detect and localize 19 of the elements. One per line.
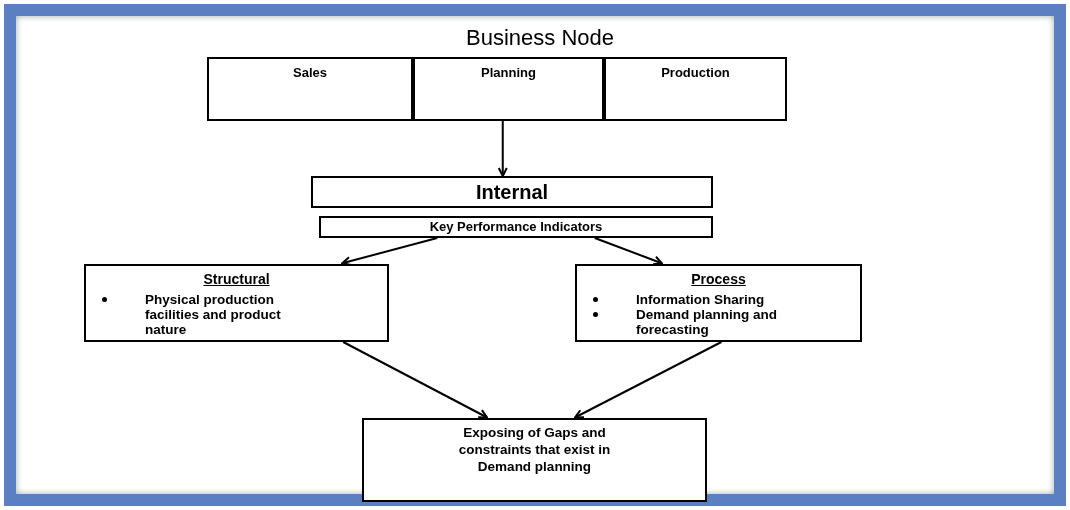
arrow — [497, 120, 508, 177]
box-label: Sales — [293, 64, 327, 82]
diagram-title: Business Node — [465, 24, 615, 52]
arrow — [593, 237, 664, 266]
box-label: Key Performance Indicators — [429, 218, 603, 237]
box-heading: Structural — [202, 270, 271, 288]
arrow — [342, 341, 489, 419]
category-box — [575, 264, 862, 342]
box-label: Production — [661, 64, 730, 82]
arrow — [574, 341, 723, 419]
box-label: Planning — [481, 64, 536, 82]
bullet-text: Information Sharing — [636, 292, 766, 307]
category-box — [84, 264, 389, 342]
box-label: Exposing of Gaps and constraints that exist in Demand planning — [457, 424, 612, 475]
arrow — [341, 237, 439, 267]
bullet-text: Demand planning and forecasting — [636, 307, 778, 337]
box-heading: Process — [690, 270, 747, 288]
box-label: Internal — [475, 180, 549, 205]
bullet-text: Physical production facilities and product nature — [145, 292, 282, 337]
